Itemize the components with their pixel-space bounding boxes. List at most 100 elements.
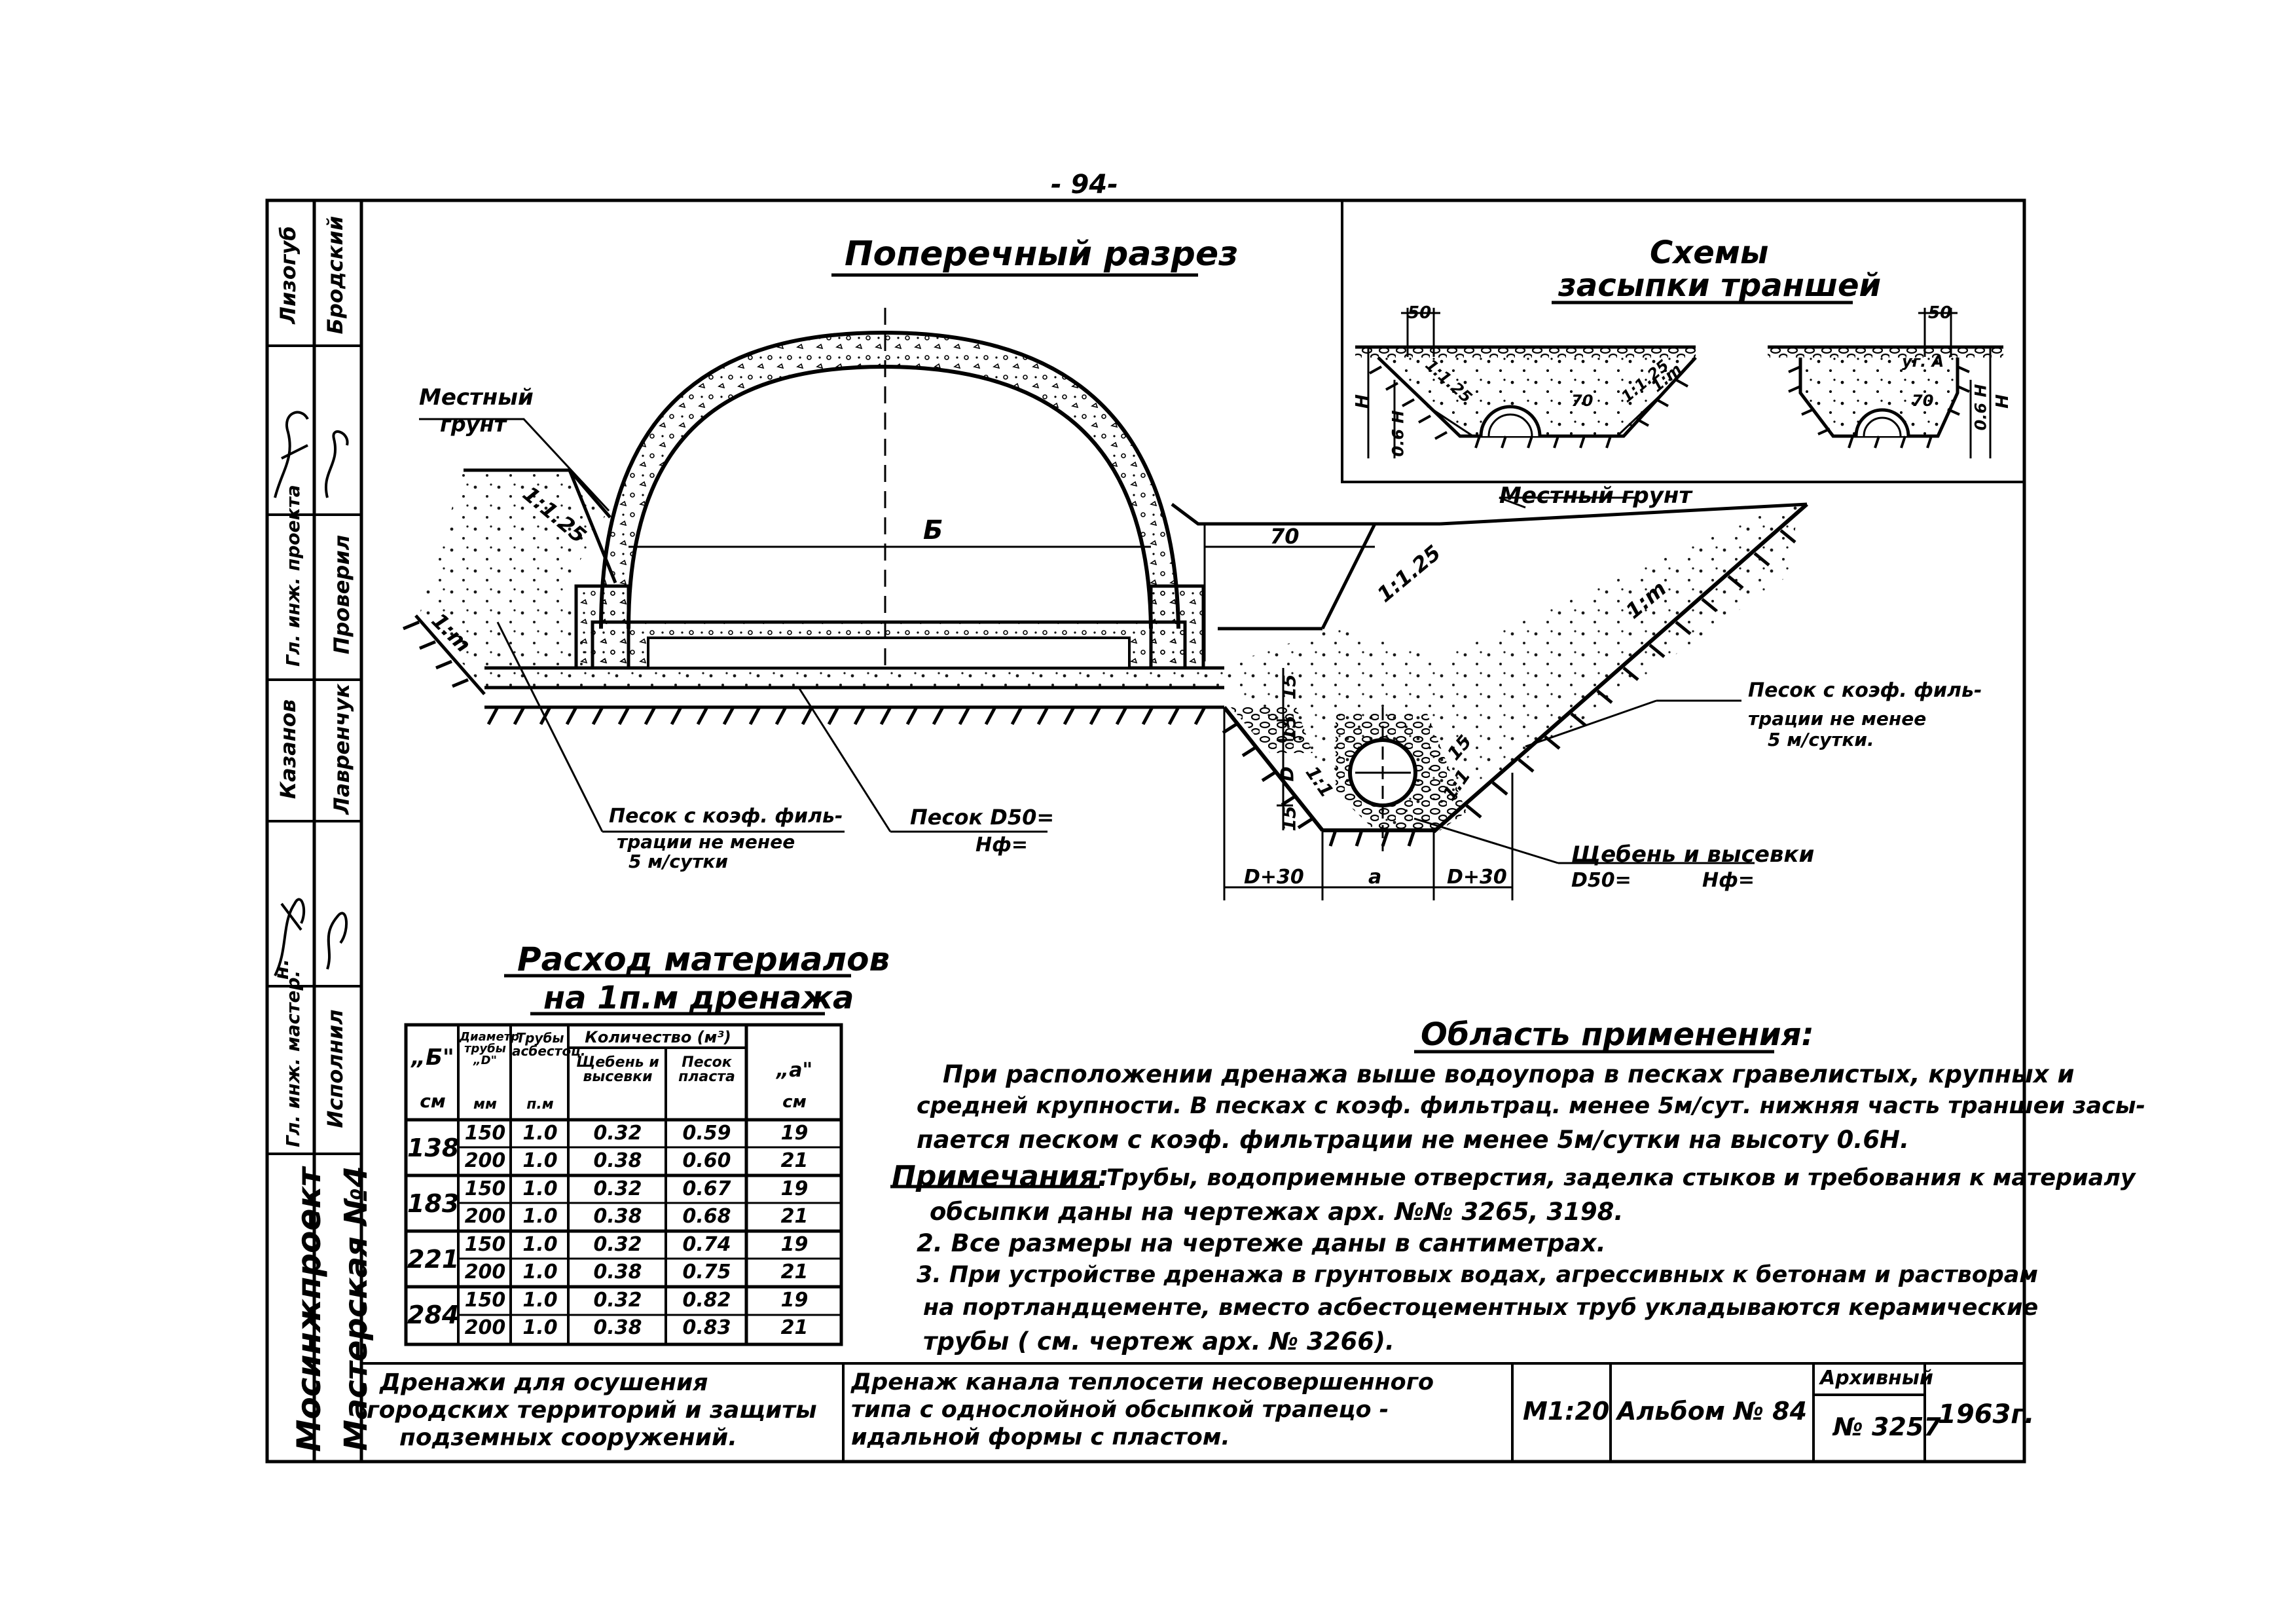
table-header-sand: Песок пласта	[678, 1054, 735, 1085]
table-cell-gravel: 0.32	[593, 1233, 642, 1256]
table-cell-d: 150	[464, 1233, 506, 1256]
table-cell-sand: 0.60	[682, 1149, 731, 1172]
title-archive-no: № 3257	[1833, 1412, 1941, 1441]
table-header-a: „а"	[776, 1059, 813, 1082]
label-width-b: Б	[923, 515, 943, 545]
label-gravel: Щебень и высевки	[1571, 841, 1815, 868]
title-scale: М1:20	[1523, 1397, 1610, 1426]
note-2: 2. Все размеры на чертеже даны в сантиме…	[917, 1229, 1606, 1257]
table-cell-pipe: 1.0	[522, 1261, 558, 1283]
stamp-name-1: Лизогуб	[276, 226, 301, 324]
label-sand-right-2: трации не менее	[1748, 708, 1927, 729]
table-cell-pipe: 1.0	[522, 1122, 558, 1145]
scheme-h-right: H	[1992, 394, 2013, 409]
title-desc1-line2: городских территорий и защиты	[367, 1397, 817, 1424]
schemes-title-2: засыпки траншей	[1558, 267, 1882, 304]
note-3c: трубы ( см. чертеж арх. № 3266).	[923, 1327, 1394, 1356]
outer-frame	[265, 198, 2026, 1464]
table-cell-pipe: 1.0	[522, 1233, 558, 1256]
table-header-pipes: Трубы асбестоц.	[512, 1030, 586, 1059]
label-gravel-nf: Нф=	[1702, 869, 1755, 892]
scheme-ug-a: уг. A	[1902, 352, 1944, 371]
note-3a: 3. При устройстве дренажа в грунтовых во…	[917, 1262, 2039, 1288]
table-cell-sand: 0.59	[682, 1122, 731, 1145]
table-cell-d: 200	[464, 1149, 506, 1172]
label-sand-right-3: 5 м/сутки.	[1768, 729, 1874, 750]
table-cell-a: 19	[780, 1289, 809, 1312]
table-header-pipes-unit: п.м	[526, 1096, 554, 1113]
application-line-3: пается песком с коэф. фильтрации не мене…	[917, 1126, 1910, 1154]
table-cell-sand: 0.75	[682, 1261, 731, 1283]
table-header-gravel: Щебень и высевки	[576, 1054, 659, 1085]
stamp-role-exec: Исполнил	[323, 1009, 348, 1128]
table-cell-pipe: 1.0	[522, 1316, 558, 1339]
table-header-a-unit: см	[782, 1092, 807, 1112]
title-desc2-line1: Дренаж канала теплосети несовершенного	[851, 1369, 1434, 1395]
materials-title-1: Расход материалов	[517, 940, 890, 978]
table-header-b: „Б"	[411, 1044, 454, 1071]
stamp-name-4: Лавренчук	[329, 684, 354, 815]
stamp-org: Мосинжпроект	[290, 1167, 328, 1452]
table-cell-a: 19	[780, 1177, 809, 1200]
label-local-soil-left-2: грунт	[440, 412, 507, 437]
label-dim-15a: 15	[1278, 674, 1300, 700]
backfill-schemes	[1355, 308, 2003, 458]
label-dim-left: D+30	[1244, 866, 1304, 889]
table-header-d-unit: мм	[473, 1096, 497, 1113]
page-number: - 94-	[1051, 170, 1118, 200]
title-archive-label: Архивный	[1820, 1367, 1933, 1390]
side-stamp-grid	[267, 344, 361, 1155]
title-year: 1963г.	[1938, 1399, 2035, 1430]
table-cell-gravel: 0.32	[593, 1122, 642, 1145]
materials-title-2: на 1п.м дренажа	[543, 980, 854, 1016]
title-album: Альбом № 84	[1617, 1397, 1808, 1426]
title-desc1-line1: Дренажи для осушения	[380, 1369, 708, 1396]
stamp-role-check: Гл. инж. проекта	[282, 485, 304, 667]
scheme-h-left: H	[1352, 394, 1372, 409]
table-cell-sand: 0.74	[682, 1233, 731, 1256]
table-header-b-unit: см	[420, 1090, 446, 1112]
table-cell-gravel: 0.38	[593, 1261, 642, 1283]
stamp-name-3: Казанов	[276, 699, 301, 800]
table-cell-a: 19	[780, 1122, 809, 1145]
table-cell-sand: 0.82	[682, 1289, 731, 1312]
table-cell-d: 150	[464, 1122, 506, 1145]
cross-section-title: Поперечный разрез	[845, 234, 1239, 274]
table-cell-sand: 0.83	[682, 1316, 731, 1339]
scheme-dim-50-right: 50	[1928, 303, 1952, 323]
table-cell-d: 200	[464, 1261, 506, 1283]
table-cell-a: 21	[780, 1316, 809, 1339]
label-sand-right-1: Песок с коэф. филь-	[1748, 679, 1982, 702]
table-cell-pipe: 1.0	[522, 1205, 558, 1228]
table-cell-pipe: 1.0	[522, 1149, 558, 1172]
table-cell-a: 21	[780, 1261, 809, 1283]
table-cell-d: 200	[464, 1205, 506, 1228]
table-cell-gravel: 0.32	[593, 1177, 642, 1200]
table-cell-gravel: 0.38	[593, 1149, 642, 1172]
table-cell-pipe: 1.0	[522, 1177, 558, 1200]
title-block-grid	[361, 1362, 2024, 1462]
title-desc2-line3: идальной формы с пластом.	[851, 1424, 1230, 1450]
label-sand-left-2: трации не менее	[617, 831, 795, 853]
stamp-role-chief: Гл. инж. мастер.	[282, 970, 304, 1147]
schemes-box	[1341, 199, 2026, 483]
table-cell-b: 138	[407, 1134, 460, 1162]
table-cell-b: 221	[407, 1245, 460, 1274]
label-sand-left-1: Песок с коэф. филь-	[609, 805, 843, 828]
table-cell-sand: 0.67	[682, 1177, 731, 1200]
table-header-qty: Количество (м³)	[585, 1028, 731, 1046]
label-sand-nf: Нф=	[975, 834, 1029, 857]
table-cell-gravel: 0.38	[593, 1316, 642, 1339]
table-cell-gravel: 0.32	[593, 1289, 642, 1312]
materials-table-grid	[404, 1023, 843, 1346]
table-cell-a: 19	[780, 1233, 809, 1256]
table-cell-d: 200	[464, 1316, 506, 1339]
label-dim-15b: 15	[1278, 715, 1300, 741]
label-dim-15c: 15	[1278, 805, 1300, 832]
note-3b: на портландцементе, вместо асбестоцемент…	[923, 1295, 2039, 1321]
table-cell-pipe: 1.0	[522, 1289, 558, 1312]
schemes-title-1: Схемы	[1650, 234, 1769, 271]
table-cell-d: 150	[464, 1177, 506, 1200]
note-1b: обсыпки даны на чертежах арх. №№ 3265, 3…	[930, 1198, 1624, 1226]
